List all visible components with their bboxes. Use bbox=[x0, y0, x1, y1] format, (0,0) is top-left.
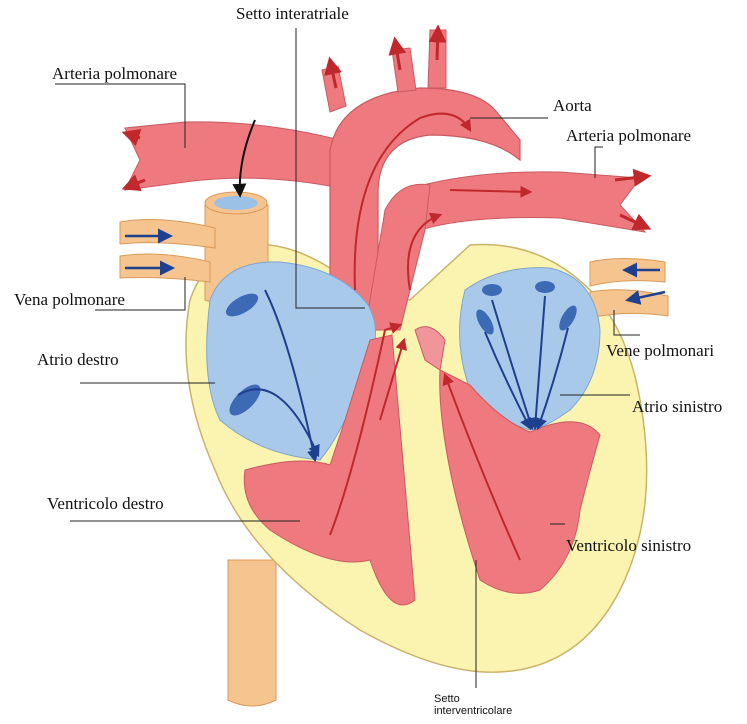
left-pulmonary-artery bbox=[125, 122, 340, 190]
label-aorta: Aorta bbox=[553, 96, 592, 116]
label-setto-interventricolare: Setto interventricolare bbox=[434, 693, 512, 717]
label-vene-polmonari: Vene polmonari bbox=[606, 341, 714, 361]
right-pulmonary-artery bbox=[405, 172, 645, 232]
label-atrio-destro: Atrio destro bbox=[37, 350, 119, 370]
label-arteria-polmonare-left: Arteria polmonare bbox=[52, 64, 177, 84]
label-atrio-sinistro: Atrio sinistro bbox=[632, 397, 722, 417]
left-pulmonary-vein-upper bbox=[120, 220, 215, 248]
aorta-branch-1 bbox=[392, 48, 416, 92]
inferior-vena-cava bbox=[228, 560, 276, 706]
label-ventricolo-destro: Ventricolo destro bbox=[47, 494, 164, 514]
label-ventricolo-sinistro: Ventricolo sinistro bbox=[566, 536, 691, 556]
label-arteria-polmonare-right: Arteria polmonare bbox=[566, 126, 691, 146]
label-vena-polmonare: Vena polmonare bbox=[14, 290, 125, 310]
label-setto-interventricolare-line2: interventricolare bbox=[434, 705, 512, 717]
label-setto-interventricolare-line1: Setto bbox=[434, 693, 512, 705]
label-setto-interatriale: Setto interatriale bbox=[236, 4, 349, 24]
right-pulmonary-vein-upper bbox=[590, 259, 665, 287]
